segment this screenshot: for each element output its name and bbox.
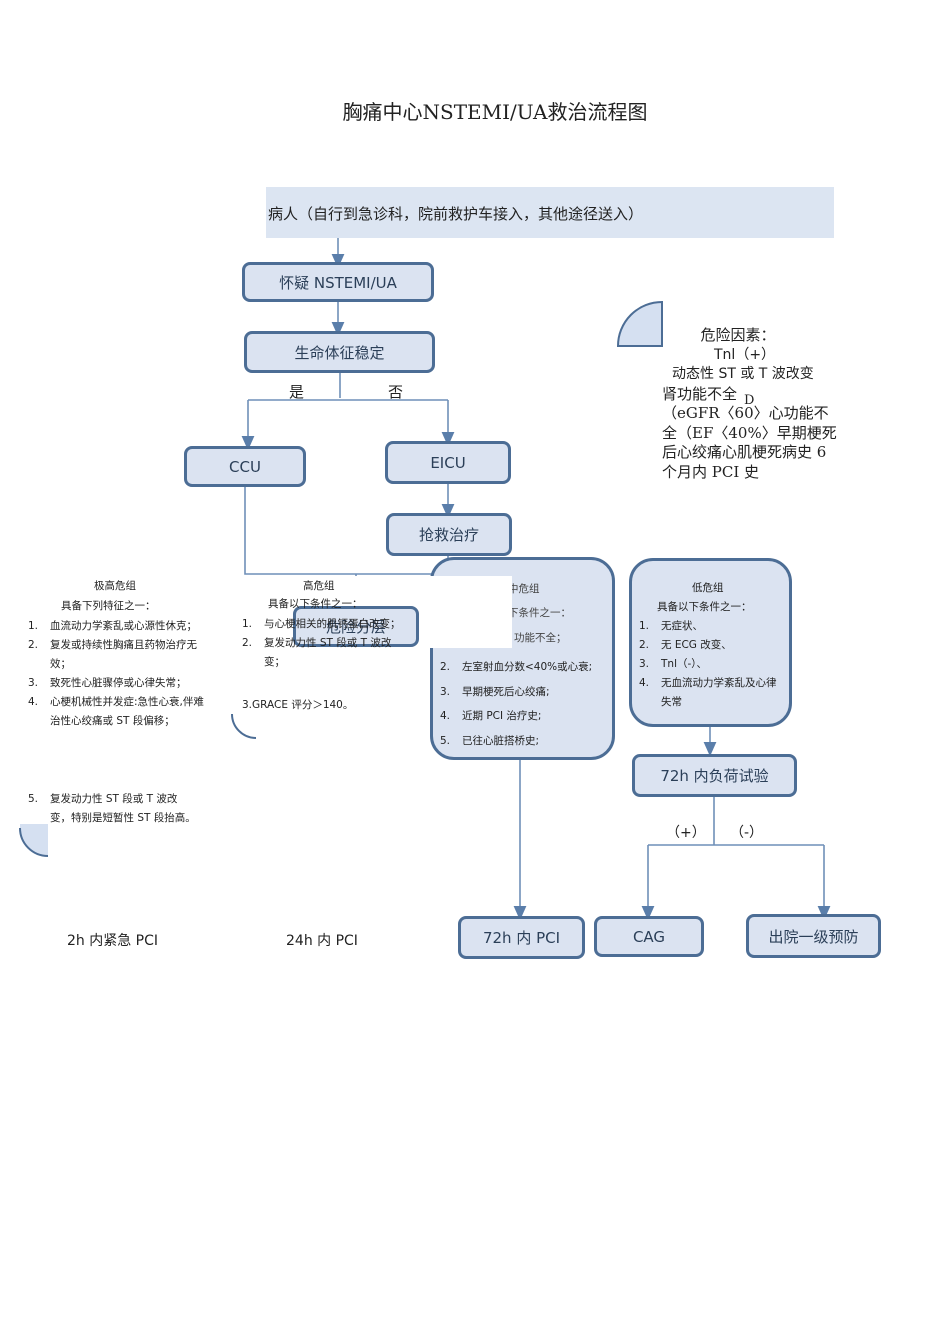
negative-label: （-） xyxy=(730,825,764,841)
cag-box: CAG xyxy=(594,916,704,957)
patient-banner xyxy=(266,187,834,238)
yes-label: 是 xyxy=(289,383,305,401)
mid-risk-item: 5.已往心脏搭桥史; xyxy=(440,734,540,747)
high-risk-item: 1.与心梗相关的肌钙蛋白改变； xyxy=(242,618,401,630)
discharge-prevention-box: 出院一级预防 xyxy=(746,914,881,958)
decorative-quarter-circle-3 xyxy=(20,824,48,856)
mid-risk-item: 4.近期 PCI 治疗史; xyxy=(440,710,542,722)
patient-source-text: 病人（自行到急诊科，院前救护车接入，其他途径送入） xyxy=(268,205,644,223)
very-high-risk-item-5: 5.复发动力性 ST 段或 T 波改变，特别是短暂性 ST 段抬高。 xyxy=(28,793,196,824)
vital-signs-box: 生命体征稳定 xyxy=(244,331,435,373)
eicu-box: EICU xyxy=(385,441,511,484)
very-high-risk-subtitle: 具备下列特征之一： xyxy=(61,600,156,612)
stress-test-box: 72h 内负荷试验 xyxy=(632,754,797,797)
risk-factor-tnl: Tnl（+） xyxy=(714,346,776,363)
mid-risk-item: 3.早期梗死后心绞痛; xyxy=(440,685,550,698)
very-high-risk-item: 2.复发或持续性胸痛且药物治疗无效； xyxy=(28,639,197,670)
high-risk-title: 高危组 xyxy=(303,580,335,592)
pci-2h-label: 2h 内紧急 PCI xyxy=(67,933,159,949)
low-risk-item: 2.无 ECG 改变、 xyxy=(639,639,732,651)
low-risk-item: 1.无症状、 xyxy=(639,620,703,632)
mid-risk-item: 2.左室射血分数<40%或心衰; xyxy=(440,661,593,673)
mid-risk-subtitle: 下条件之一： xyxy=(508,607,571,619)
mid-risk-item-1: 功能不全； xyxy=(514,632,567,644)
low-risk-subtitle: 具备以下条件之一： xyxy=(657,601,752,613)
very-high-risk-title: 极高危组 xyxy=(94,580,136,592)
very-high-risk-list: 1.血流动力学紊乱或心源性休克； 2.复发或持续性胸痛且药物治疗无效； 3.致死… xyxy=(28,617,206,731)
ccu-box: CCU xyxy=(184,446,306,487)
decorative-arc-2 xyxy=(231,713,257,739)
risk-factors-title: 危险因素： xyxy=(700,326,776,344)
very-high-risk-item: 1.血流动力学紊乱或心源性休克； xyxy=(28,620,197,632)
mid-risk-title: 中危组 xyxy=(508,583,540,595)
very-high-risk-item: 3.致死性心脏骤停或心律失常； xyxy=(28,677,187,689)
rescue-treatment-box: 抢救治疗 xyxy=(386,513,512,556)
positive-label: （+） xyxy=(666,825,706,841)
page-title: 胸痛中心NSTEMI/UA救治流程图 xyxy=(342,100,648,124)
low-risk-title: 低危组 xyxy=(692,582,724,594)
low-risk-list: 1.无症状、 2.无 ECG 改变、 3.Tnl（-）、 4.无血流动力学紊乱及… xyxy=(639,617,785,712)
risk-factor-details: （eGFR〈60〉心功能不全（EF〈40%〉早期梗死后心绞痛心肌梗死病史 6 个… xyxy=(662,404,837,481)
decorative-quarter-circle-1 xyxy=(616,300,663,347)
pci-72h-box: 72h 内 PCI xyxy=(458,916,585,959)
low-risk-item: 4.无血流动力学紊乱及心律失常 xyxy=(639,677,777,708)
high-risk-subtitle: 具备以下条件之一： xyxy=(268,598,363,610)
low-risk-item: 3.Tnl（-）、 xyxy=(639,658,708,670)
mid-risk-list: 2.左室射血分数<40%或心衰; 3.早期梗死后心绞痛; 4.近期 PCI 治疗… xyxy=(440,655,612,753)
risk-stratification-box: 危险分层 xyxy=(293,606,419,647)
high-risk-grace: 3.GRACE 评分＞140。 xyxy=(242,699,354,711)
pci-24h-label: 24h 内 PCI xyxy=(286,933,358,949)
suspect-nstemi-box: 怀疑 NSTEMI/UA xyxy=(242,262,434,302)
risk-factor-st: 动态性 ST 或 T 波改变 xyxy=(672,366,814,382)
no-label: 否 xyxy=(388,383,404,401)
high-risk-item: 2.复发动力性 ST 段或 T 波改变； xyxy=(242,637,392,668)
very-high-risk-item: 4.心梗机械性并发症:急性心衰,伴难治性心绞痛或 ST 段偏移； xyxy=(28,696,204,727)
low-risk-box xyxy=(629,558,792,727)
high-risk-list: 1.与心梗相关的肌钙蛋白改变； 2.复发动力性 ST 段或 T 波改变； xyxy=(242,615,402,672)
